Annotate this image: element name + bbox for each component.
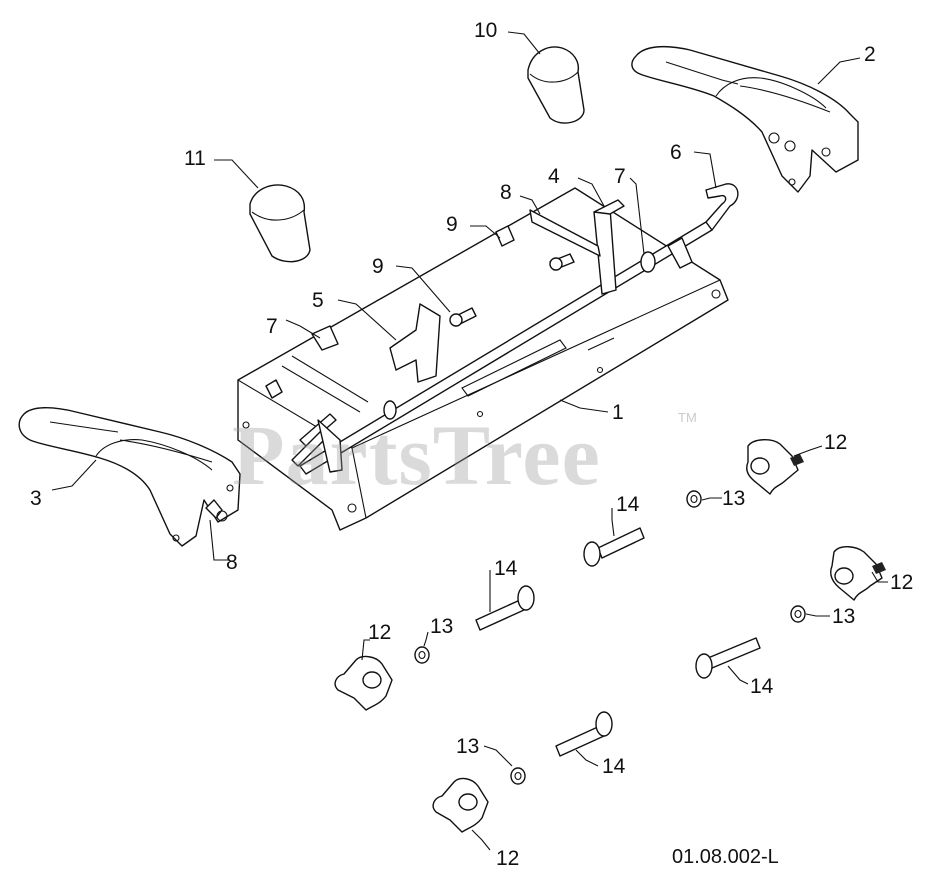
callout-14-b: 14 <box>494 557 518 580</box>
part-12-knob-d <box>432 777 489 833</box>
part-12-knob-b <box>830 546 886 601</box>
callout-12-a: 12 <box>824 431 848 454</box>
callout-14-a: 14 <box>616 493 640 516</box>
left-linkage <box>265 379 343 473</box>
callout-13-b: 13 <box>832 605 856 628</box>
callout-13-a: 13 <box>722 487 746 510</box>
callout-7-right: 7 <box>614 165 626 188</box>
part-4-bracket <box>593 199 625 295</box>
leader-lines <box>51 31 888 851</box>
callout-13-c: 13 <box>430 615 454 638</box>
callout-6: 6 <box>670 141 682 164</box>
callout-8-lower: 8 <box>226 551 238 574</box>
callout-11: 11 <box>184 147 206 170</box>
callout-1: 1 <box>612 401 624 424</box>
trademark-symbol: TM <box>678 410 697 425</box>
part-7-spacers <box>311 237 693 420</box>
part-13-washers <box>414 490 806 785</box>
part-9-bolts <box>449 225 575 327</box>
callout-3: 3 <box>30 487 42 510</box>
callout-13-d: 13 <box>456 735 480 758</box>
part-10-knob <box>527 46 585 124</box>
callout-4: 4 <box>548 165 560 188</box>
part-14-bolts <box>475 527 761 757</box>
callout-14-d: 14 <box>602 755 626 778</box>
part-11-knob <box>249 184 311 263</box>
callout-8-upper: 8 <box>500 181 512 204</box>
part-2-handle <box>631 45 859 193</box>
part-8-plate <box>529 209 601 257</box>
part-3-handle <box>18 407 241 547</box>
callout-9-lower: 9 <box>372 255 384 278</box>
diagram-reference-code: 01.08.002-L <box>672 846 779 868</box>
callout-10: 10 <box>474 19 498 42</box>
callout-9-upper: 9 <box>446 213 458 236</box>
callout-12-d: 12 <box>496 847 520 870</box>
part-5-bracket <box>389 303 441 383</box>
part-12-knob-c <box>334 655 393 711</box>
callout-5: 5 <box>312 289 324 312</box>
callout-7-left: 7 <box>266 315 278 338</box>
part-12-knob-a <box>746 439 804 495</box>
watermark: PartsTree <box>232 407 601 503</box>
callout-12-c: 12 <box>368 621 392 644</box>
callout-14-c: 14 <box>750 675 774 698</box>
callout-2: 2 <box>864 43 876 66</box>
callout-12-b: 12 <box>890 571 914 594</box>
